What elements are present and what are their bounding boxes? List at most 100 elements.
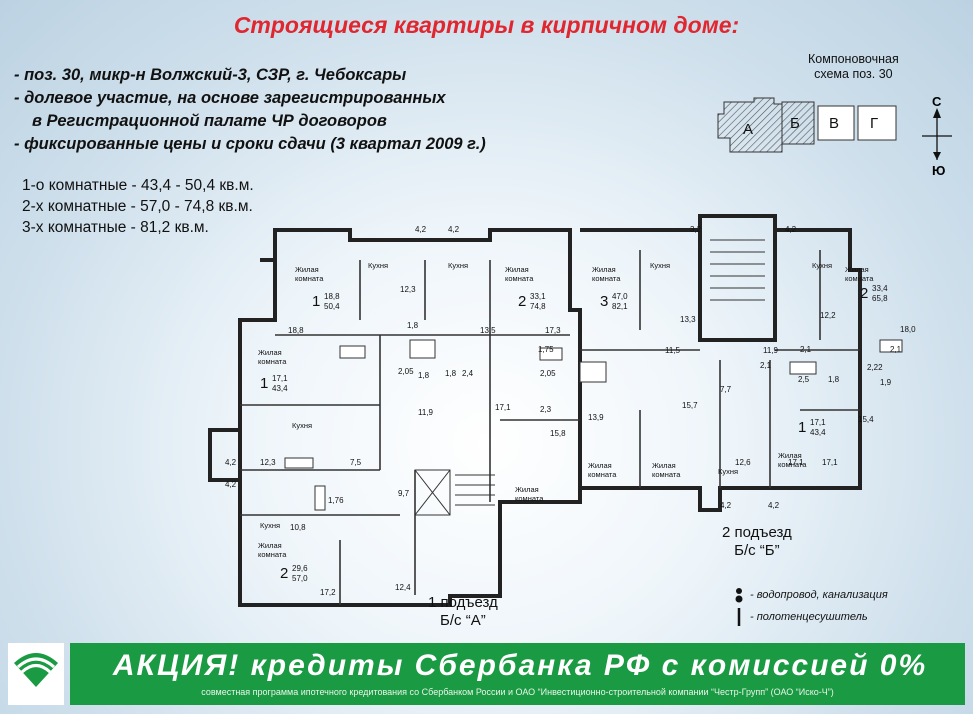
area-label: 11,9 [418,408,434,417]
room-name: Кухня [812,261,832,270]
interior-walls [240,250,860,605]
exterior-walls [208,214,862,607]
room-name: комната [258,357,287,366]
room-name: комната [778,460,807,469]
detail-line: - фиксированные цены и сроки сдачи (3 кв… [14,135,486,153]
compass-south: Ю [932,163,945,178]
room-size-item: 2-х комнатные - 57,0 - 74,8 кв.м. [22,198,253,215]
project-details: - поз. 30, микр-н Волжский-3, СЗР, г. Че… [14,64,486,156]
area-label: 1,75 [538,345,554,354]
area-label: 2,1 [890,345,902,354]
area-label: 2,05 [398,367,414,376]
detail-line: - долевое участие, на основе зарегистрир… [14,89,446,107]
layout-scheme: А Б В Г [717,97,897,153]
area-label: 2,4 [462,369,474,378]
area-label: 1,8 [418,371,430,380]
apartment-rooms: 2 [280,565,288,582]
scheme-label: Компоновочная схема поз. 30 [808,52,899,81]
section-label: В [829,115,839,132]
compass-arrow-icon [933,108,941,118]
section-a-shape [717,97,783,153]
area-label: 12,2 [820,311,836,320]
area-label: 2,3 [540,405,552,414]
area-label: 1,76 [328,496,344,505]
area-label: 2,22 [867,363,883,372]
room-name: Жилая [505,265,529,274]
area-label: 4,2 [785,225,797,234]
area-label: 12,3 [400,285,416,294]
room-name: Жилая [592,265,616,274]
sberbank-logo [8,643,64,705]
room-size-list: 1-о комнатные - 43,4 - 50,4 кв.м. 2-х ко… [22,175,254,238]
room-name: Жилая [778,451,802,460]
promo-banner: АКЦИЯ! кредиты Сбербанка РФ с комиссией … [70,643,965,705]
room-name: комната [845,274,874,283]
area-label: 12,4 [395,583,411,592]
area-label: 13,5 [480,326,496,335]
towel-dryer-icon [732,607,746,627]
area-label: 15,4 [858,415,874,424]
room-name: комната [588,470,617,479]
room-name: Кухня [292,421,312,430]
area-label: 2,1 [800,345,812,354]
section-label: А [743,121,753,138]
apartment-rooms: 2 [860,285,868,302]
promo-subtext: совместная программа ипотечного кредитов… [201,687,834,697]
section-g-shape [857,105,897,141]
area-label: 17,1 [788,458,804,467]
section-v-shape [817,105,855,141]
area-label: 2,5 [798,375,810,384]
detail-line: - поз. 30, микр-н Волжский-3, СЗР, г. Че… [14,66,407,84]
apartment-rooms: 1 [260,375,268,392]
room-name: Жилая [295,265,319,274]
room-name: комната [295,274,324,283]
area-label: 4,2 [415,225,427,234]
area-label: 4,2 [720,501,732,510]
area-label: 17,2 [320,588,336,597]
water-pipe-icon [732,587,746,603]
room-name: Жилая [652,461,676,470]
room-name: Жилая [845,265,869,274]
area-label: 9,7 [398,489,410,498]
room-names: ЖилаякомнатаЖилаякомнатаЖилаякомнатаЖила… [258,261,874,559]
area-label: 18,0 [900,325,916,334]
area-label: 1,9 [880,378,892,387]
room-name: Кухня [448,261,468,270]
area-label: 15,7 [682,401,698,410]
area-label: 13,3 [680,315,696,324]
area-label: 17,1 [495,403,511,412]
room-name: комната [515,494,544,503]
apartment-total-area: 43,4 [272,384,288,393]
area-label: 1,8 [828,375,840,384]
area-label: 1,8 [407,321,419,330]
room-name: комната [652,470,681,479]
compass: С Ю [922,94,952,178]
section-label: Г [870,115,878,132]
area-label: 12,3 [260,458,276,467]
legend-item: - полотенцесушитель [732,606,888,628]
staircase-icon [414,239,765,516]
legend-item: - водопровод, канализация [732,584,888,606]
apartment-living-area: 17,1 [810,418,826,427]
room-name: Жилая [258,541,282,550]
apartment-total-area: 57,0 [292,574,308,583]
compass-north: С [932,94,942,109]
area-label: 7,7 [720,385,732,394]
apartment-total-area: 50,4 [324,302,340,311]
apartment-living-area: 33,4 [872,284,888,293]
area-label: 10,8 [290,523,306,532]
area-label: 7,5 [350,458,362,467]
room-name: Кухня [650,261,670,270]
area-label: 13,9 [588,413,604,422]
area-label: 1,8 [445,369,457,378]
room-name: Кухня [718,467,738,476]
entrance-1-label: 1 подъезд Б/с “А” [428,594,498,629]
apartment-total-area: 74,8 [530,302,546,311]
area-label: 15,8 [550,429,566,438]
area-label: 4,2 [225,480,237,489]
apartment-living-area: 47,0 [612,292,628,301]
area-label: 2,05 [540,369,556,378]
